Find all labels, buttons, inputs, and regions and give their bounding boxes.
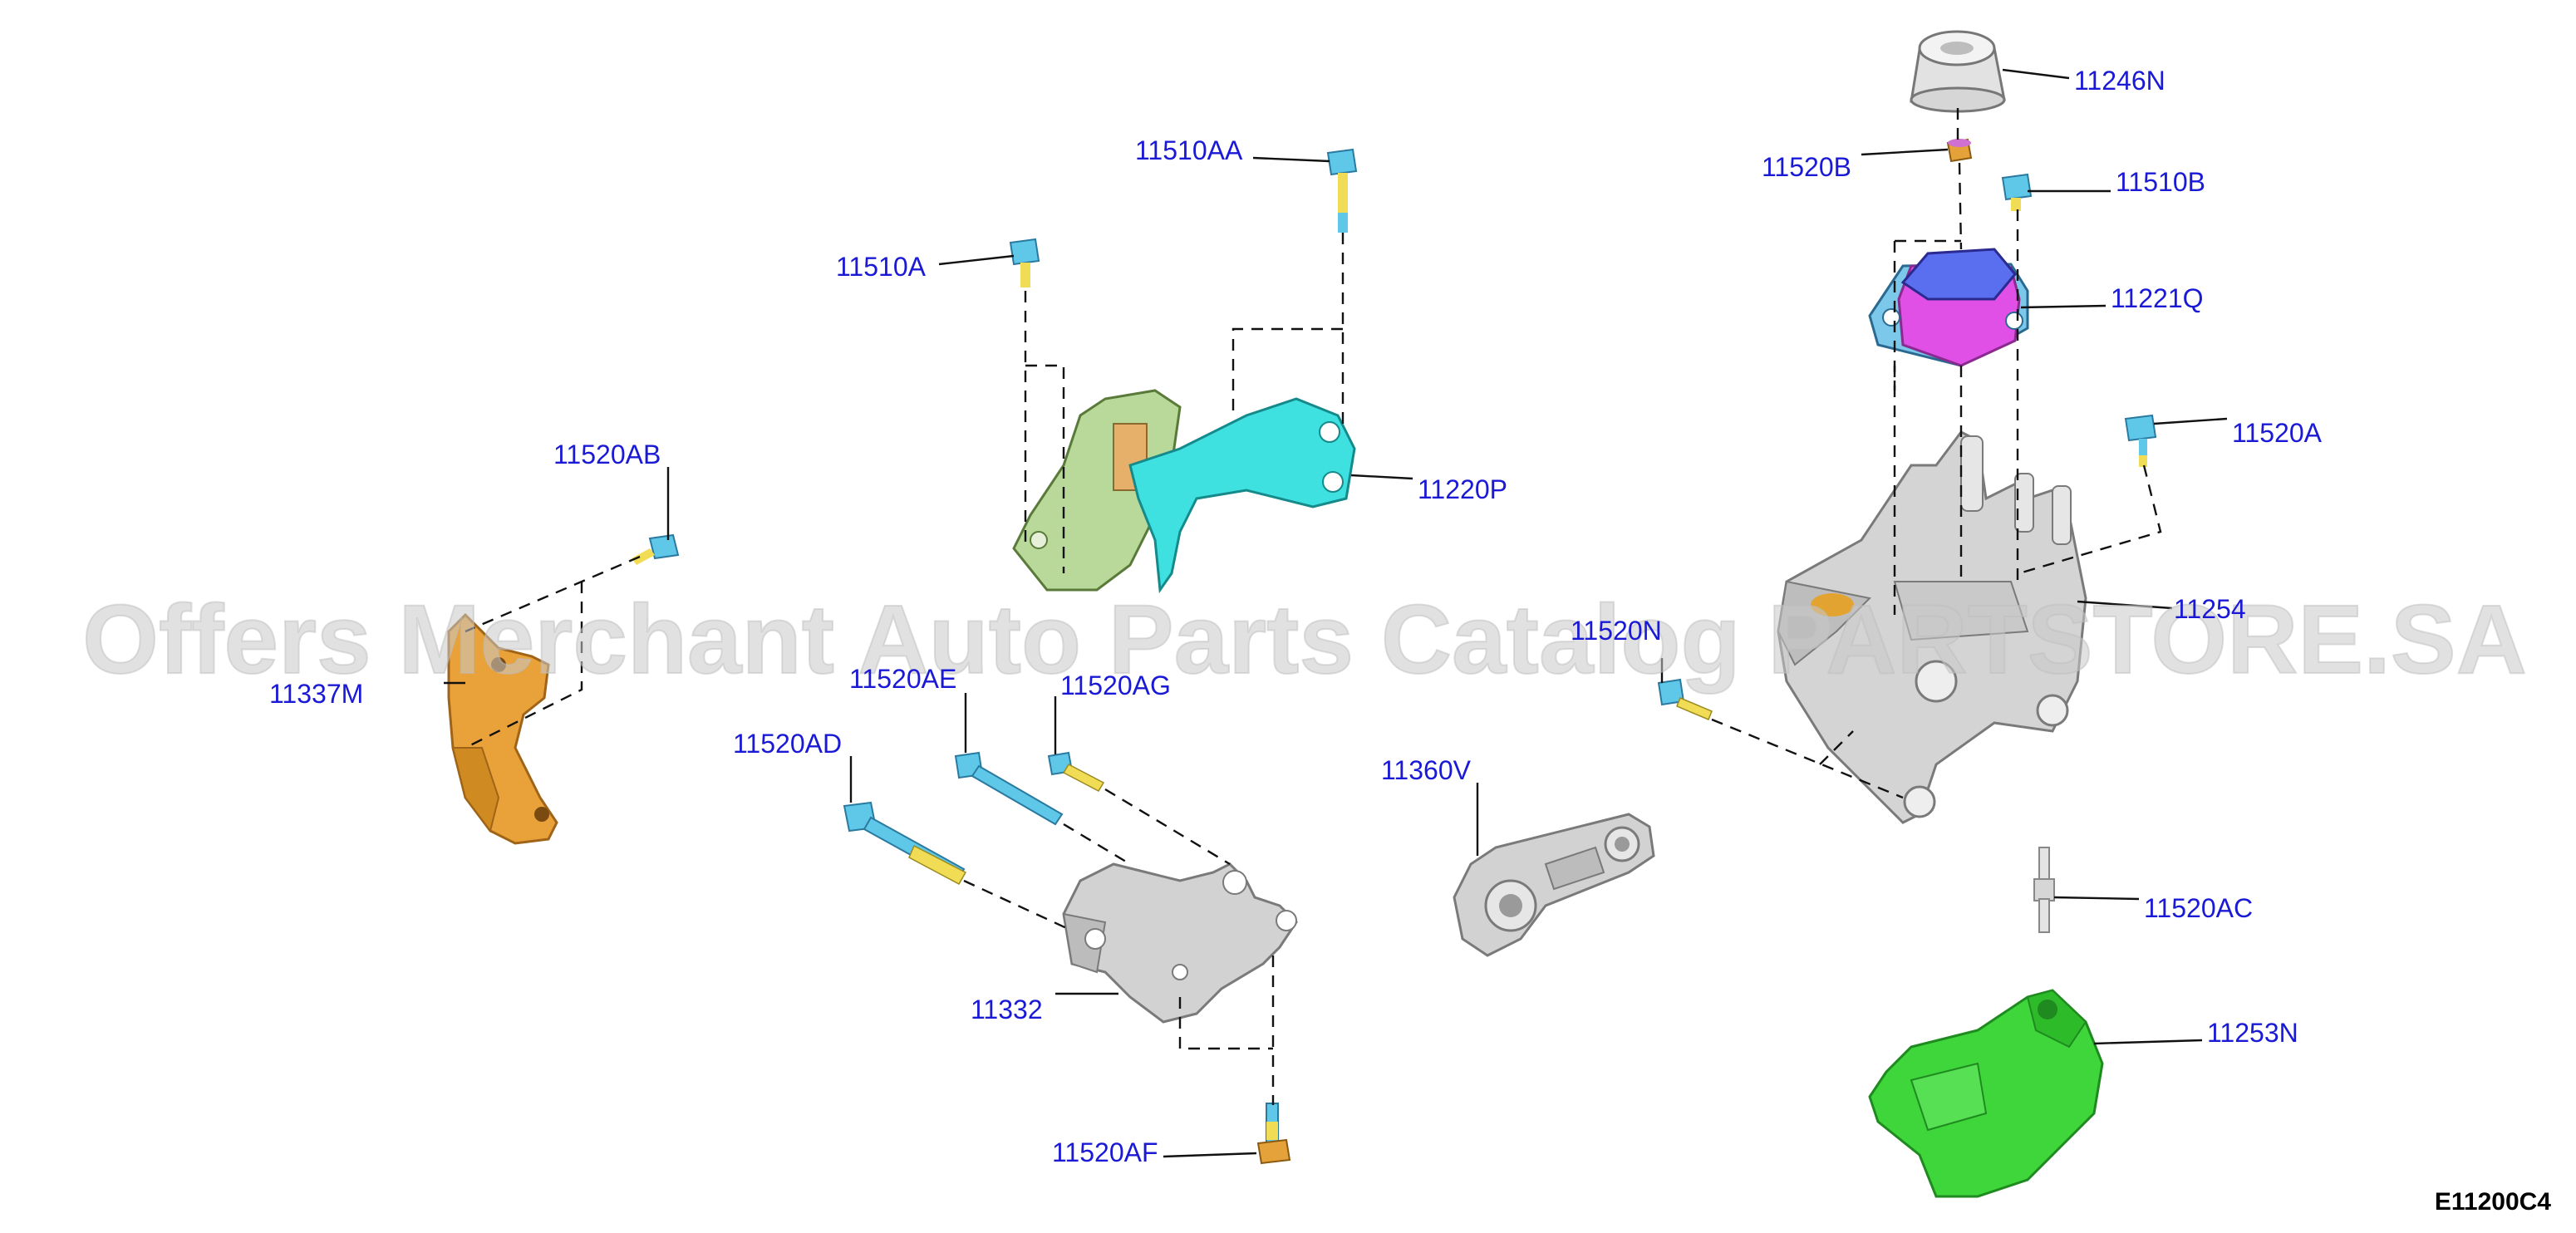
callout-11254[interactable]: 11254 bbox=[2174, 594, 2246, 624]
callout-11221Q[interactable]: 11221Q bbox=[2111, 283, 2204, 313]
watermark-text: Offers Merchant Auto Parts Catalog PARTS… bbox=[82, 585, 2527, 695]
callout-11360V[interactable]: 11360V bbox=[1381, 755, 1472, 785]
callout-11253N[interactable]: 11253N bbox=[2207, 1018, 2298, 1048]
callout-11520AG[interactable]: 11520AG bbox=[1060, 671, 1171, 700]
part-11520AF-bolt[interactable] bbox=[1256, 1103, 1291, 1165]
callout-11520N[interactable]: 11520N bbox=[1571, 616, 1662, 646]
part-11510AA-bolt[interactable] bbox=[1326, 148, 1358, 233]
part-11246N-cap[interactable] bbox=[1910, 30, 2006, 113]
part-11360V-torque-rod[interactable] bbox=[1453, 813, 1655, 957]
part-11220P-mount[interactable] bbox=[1012, 389, 1356, 594]
callout-11246N[interactable]: 11246N bbox=[2074, 66, 2166, 96]
part-11221Q-mount[interactable] bbox=[1868, 248, 2029, 367]
part-11520AD-bolt[interactable] bbox=[843, 801, 967, 886]
part-11337M-bracket[interactable] bbox=[447, 612, 558, 845]
part-11520B-nut[interactable] bbox=[1946, 138, 1973, 163]
part-11254-housing[interactable] bbox=[1777, 430, 2087, 824]
callout-11332[interactable]: 11332 bbox=[971, 995, 1043, 1024]
part-11253N-bracket[interactable] bbox=[1868, 989, 2104, 1198]
callout-11520AC[interactable]: 11520AC bbox=[2144, 893, 2253, 923]
callout-11510B[interactable]: 11510B bbox=[2116, 167, 2205, 197]
callout-11520A[interactable]: 11520A bbox=[2232, 418, 2323, 448]
part-11332-bracket[interactable] bbox=[1062, 862, 1298, 1024]
part-11520AE-bolt[interactable] bbox=[954, 751, 1064, 826]
callout-11520AF[interactable]: 11520AF bbox=[1052, 1137, 1158, 1167]
part-11520N-bolt[interactable] bbox=[1657, 678, 1713, 720]
part-11510B-bolt[interactable] bbox=[2001, 173, 2033, 211]
assembly-lines bbox=[465, 108, 2162, 1105]
callout-11520B[interactable]: 11520B bbox=[1762, 152, 1851, 182]
leader-lines bbox=[444, 68, 2228, 1158]
callout-11520AE[interactable]: 11520AE bbox=[849, 664, 956, 694]
part-11520AC-stud[interactable] bbox=[2033, 847, 2055, 933]
part-11510A-bolt[interactable] bbox=[1009, 238, 1040, 287]
callout-11337M[interactable]: 11337M bbox=[269, 679, 363, 709]
diagram-code: E11200C4 bbox=[2435, 1188, 2551, 1216]
callout-11510AA[interactable]: 11510AA bbox=[1135, 135, 1243, 165]
callout-11220P[interactable]: 11220P bbox=[1418, 474, 1507, 504]
part-11520AB-bolt[interactable] bbox=[632, 533, 680, 565]
part-11520AG-bolt[interactable] bbox=[1047, 751, 1105, 792]
callout-11510A[interactable]: 11510A bbox=[836, 252, 927, 282]
part-11520A-bolt[interactable] bbox=[2124, 414, 2157, 467]
callout-11520AB[interactable]: 11520AB bbox=[553, 440, 661, 469]
callout-labels: 11510AA 11510A 11220P 11520AB 11337M 115… bbox=[269, 66, 2323, 1167]
callout-11520AD[interactable]: 11520AD bbox=[733, 729, 842, 759]
